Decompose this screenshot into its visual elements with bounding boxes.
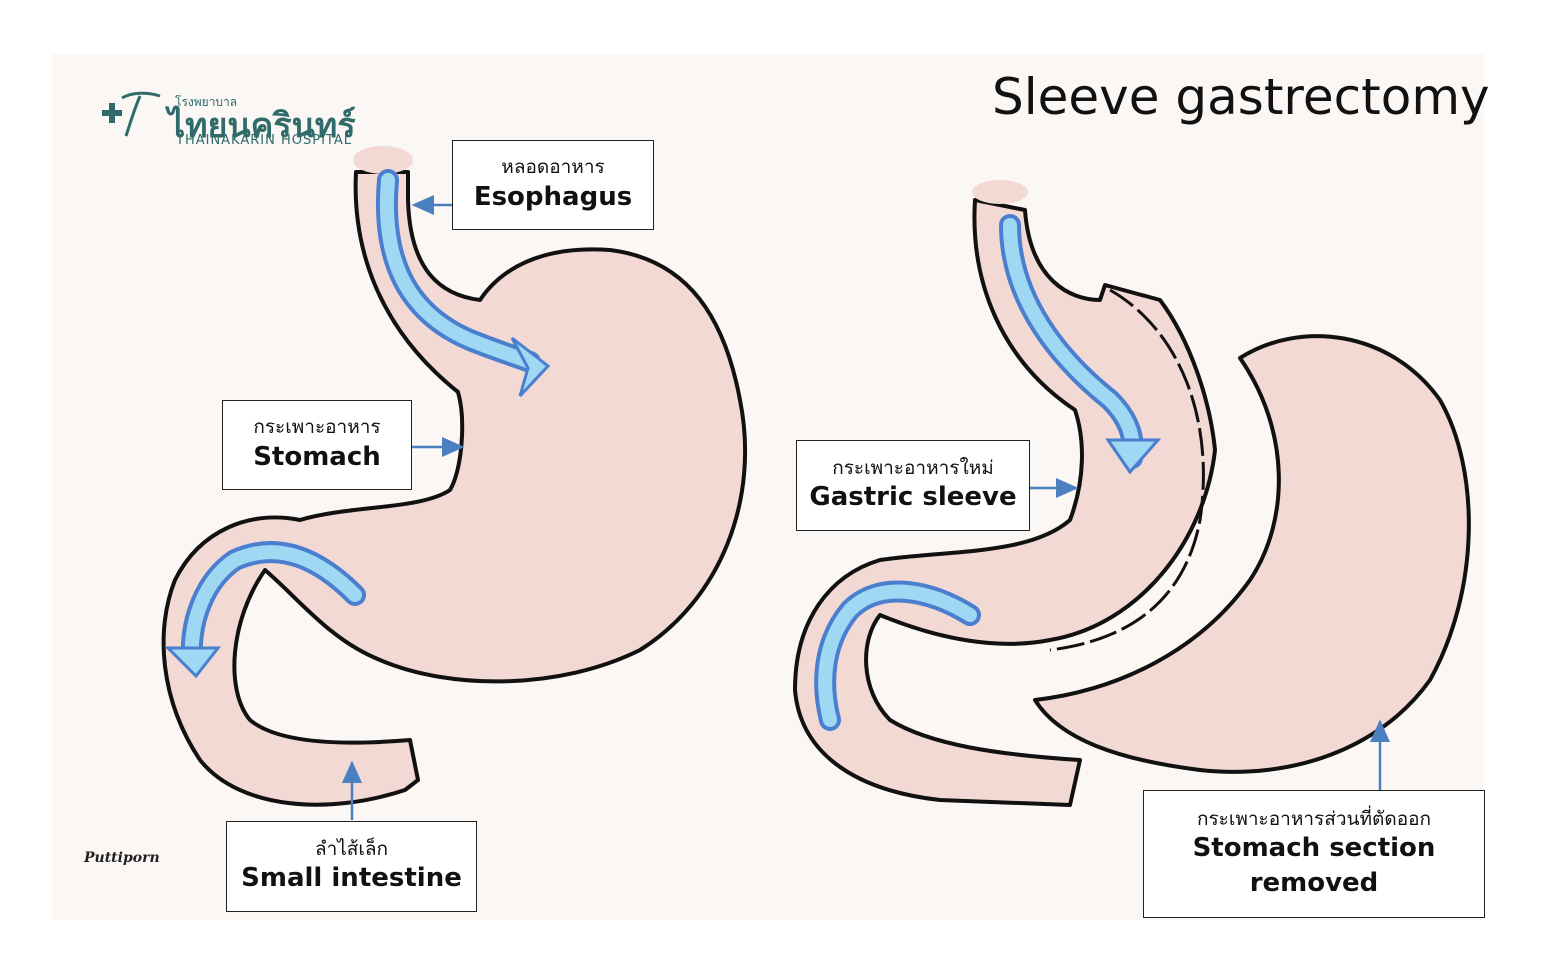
logo-english-name: THAINAKARIN HOSPITAL <box>176 133 352 148</box>
logo-thai-name: ไทยนครินทร์ <box>168 106 356 146</box>
sleeve-stomach <box>793 180 1217 807</box>
removed-section-english-line1: Stomach section <box>1192 833 1436 864</box>
small-intestine-thai: ลำไส้เล็ก <box>314 837 389 860</box>
removed-stomach-section <box>1033 334 1471 774</box>
esophagus-english: Esophagus <box>473 181 633 212</box>
esophagus-label: หลอดอาหาร Esophagus <box>452 140 654 230</box>
diagram-title: Sleeve gastrectomy <box>992 68 1490 126</box>
stomach-label: กระเพาะอาหาร Stomach <box>222 400 412 490</box>
cross-t-logo-icon <box>102 91 161 137</box>
normal-stomach <box>161 146 748 807</box>
stomach-thai: กระเพาะอาหาร <box>253 416 381 439</box>
logo-thai-small: โรงพยาบาล <box>175 95 238 109</box>
esophagus-thai: หลอดอาหาร <box>501 156 605 179</box>
removed-section-label: กระเพาะอาหารส่วนที่ตัดออก Stomach sectio… <box>1143 790 1485 918</box>
removed-section-english-line2: removed <box>1249 868 1379 899</box>
gastric-sleeve-label: กระเพาะอาหารใหม่ Gastric sleeve <box>796 440 1030 531</box>
removed-section-thai: กระเพาะอาหารส่วนที่ตัดออก <box>1196 807 1432 830</box>
gastric-sleeve-english: Gastric sleeve <box>809 482 1017 513</box>
small-intestine-english: Small intestine <box>241 863 462 894</box>
small-intestine-label: ลำไส้เล็ก Small intestine <box>226 821 477 912</box>
artist-signature: Puttiporn <box>84 850 160 866</box>
stomach-english: Stomach <box>253 441 381 472</box>
hospital-logo: โรงพยาบาล ไทยนครินทร์ THAINAKARIN HOSPIT… <box>100 88 370 154</box>
gastric-sleeve-thai: กระเพาะอาหารใหม่ <box>832 456 994 479</box>
